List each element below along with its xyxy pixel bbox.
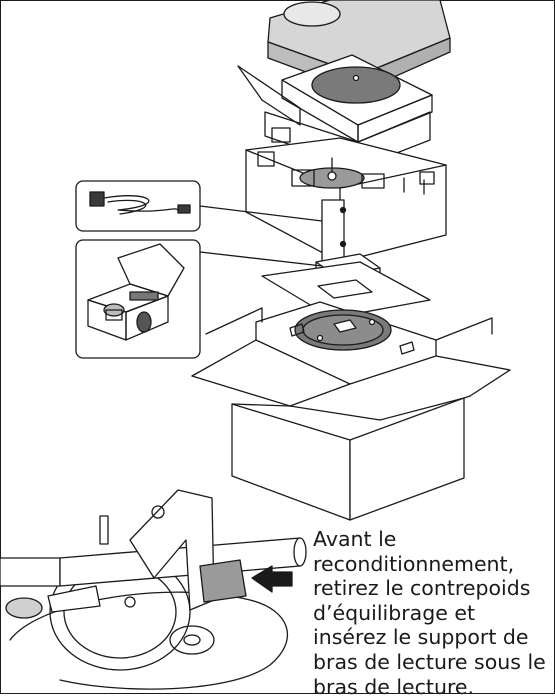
caption-line: bras de lecture sous le [313,650,549,675]
caption-line: retirez le contrepoids [313,576,549,601]
caption-line: d’équilibrage et [313,601,549,626]
tonearm-closeup [0,490,306,689]
main-foam-block [246,138,446,270]
caption-line: bras de lecture. [313,675,549,699]
caption-line: insérez le support de [313,625,549,650]
instruction-caption: Avant le reconditionnement, retirez le c… [313,527,549,699]
bottom-foam-tray [256,302,436,384]
caption-line: Avant le [313,527,549,552]
caption-line: reconditionnement, [313,552,549,577]
